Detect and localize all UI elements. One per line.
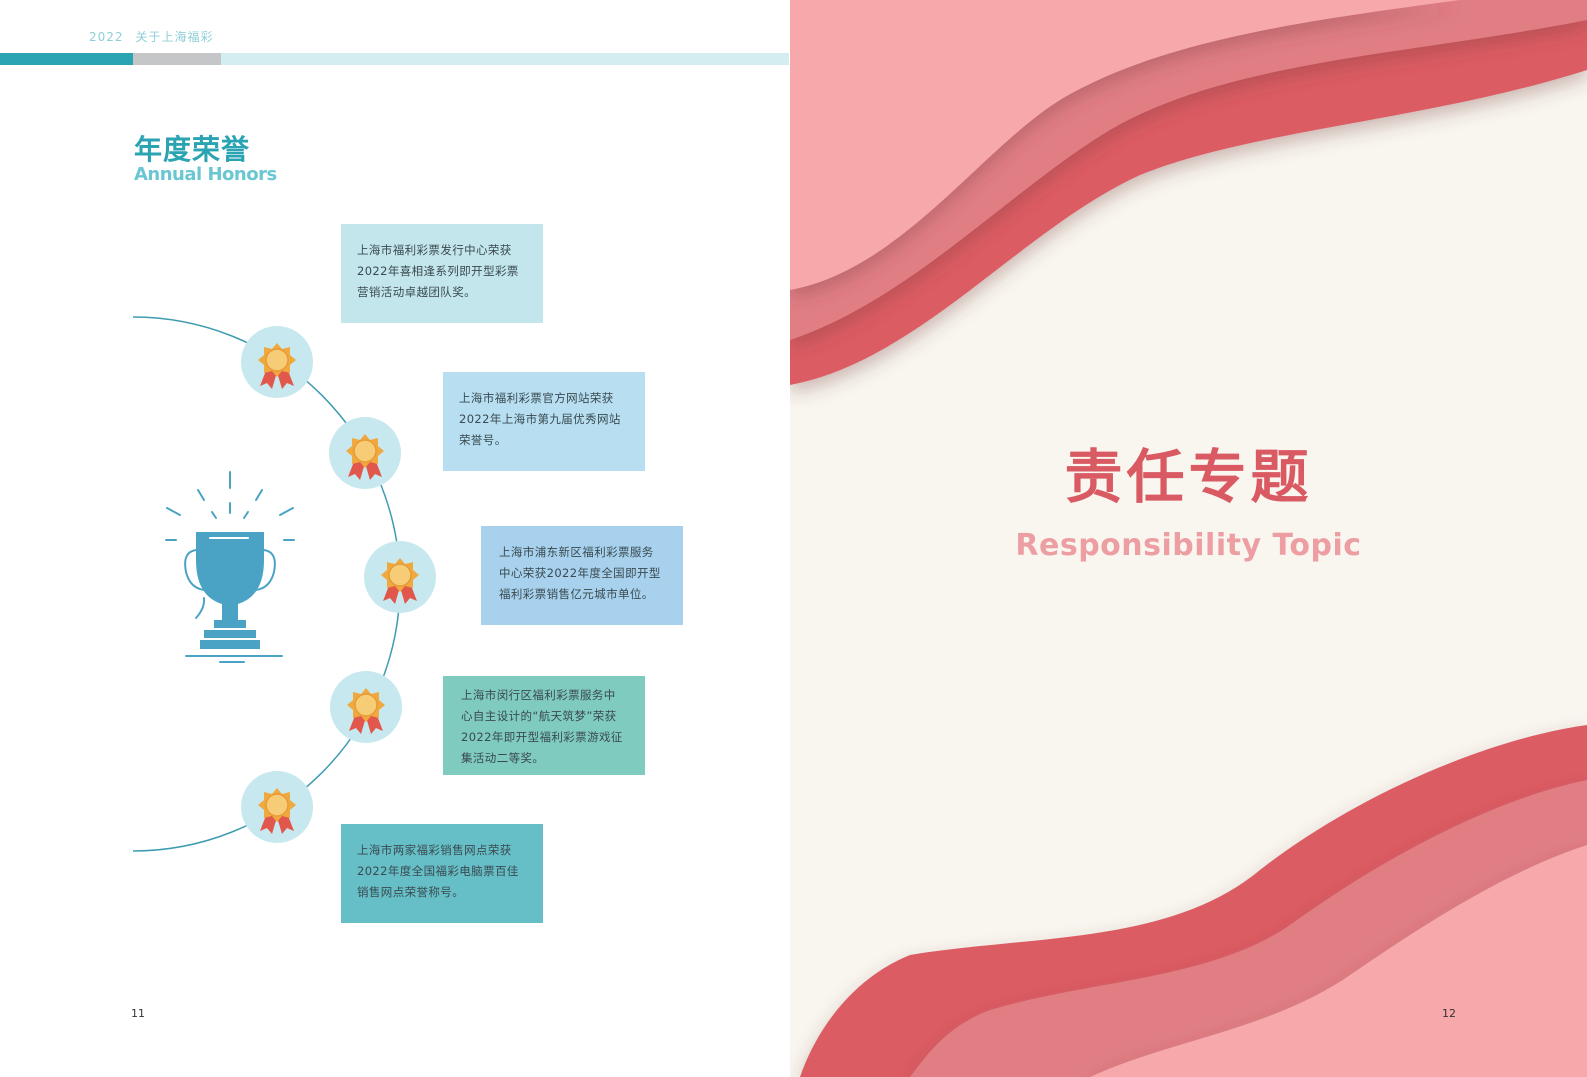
header-year: 2022: [89, 30, 124, 44]
page-number-left: 11: [131, 1007, 145, 1020]
section-title-en: Annual Honors: [134, 164, 277, 185]
honor-line: 上海市浦东新区福利彩票服务: [499, 545, 654, 559]
medal-icon: [330, 671, 402, 743]
trophy-icon: [165, 471, 295, 663]
honor-card: 上海市浦东新区福利彩票服务 中心荣获2022年度全国即开型 福利彩票销售亿元城市…: [481, 526, 683, 625]
honor-line: 上海市闵行区福利彩票服务中: [461, 688, 616, 702]
topic-title-cn: 责任专题: [1064, 443, 1313, 511]
honors-timeline-graphic: [132, 316, 436, 852]
header-bar-accent: [0, 53, 133, 65]
honor-line: 2022年即开型福利彩票游戏征: [461, 730, 623, 744]
topic-title-en: Responsibility Topic: [1015, 528, 1362, 563]
honor-line: 营销活动卓越团队奖。: [357, 285, 476, 299]
honor-card: 上海市两家福彩销售网点荣获 2022年度全国福彩电脑票百佳 销售网点荣誉称号。: [341, 824, 543, 923]
honor-line: 福利彩票销售亿元城市单位。: [499, 587, 654, 601]
section-title-cn: 年度荣誉: [134, 133, 251, 166]
honor-line: 销售网点荣誉称号。: [357, 885, 465, 899]
honor-card: 上海市福利彩票官方网站荣获 2022年上海市第九届优秀网站 荣誉号。: [443, 372, 645, 471]
wave-top-light: [790, 0, 1460, 290]
honor-line: 中心荣获2022年度全国即开型: [499, 566, 661, 580]
timeline-arc: [132, 316, 401, 852]
honor-line: 上海市福利彩票官方网站荣获: [459, 391, 614, 405]
header-bar-grey: [133, 53, 221, 65]
honor-line: 上海市两家福彩销售网点荣获: [357, 843, 512, 857]
medal-icon: [364, 541, 436, 613]
honor-line: 集活动二等奖。: [461, 751, 545, 765]
left-page: 2022 关于上海福彩 年度荣誉 Annual Honors: [0, 0, 790, 1077]
medal-icon: [241, 326, 313, 398]
medal-icon: [329, 417, 401, 489]
page-number-right: 12: [1442, 1007, 1456, 1020]
honor-line: 荣誉号。: [459, 433, 507, 447]
header-section: 关于上海福彩: [135, 30, 214, 44]
running-header: 2022 关于上海福彩: [89, 28, 226, 45]
honor-line: 2022年上海市第九届优秀网站: [459, 412, 621, 426]
wave-bottom-light: [1090, 845, 1587, 1077]
honor-card: 上海市闵行区福利彩票服务中 心自主设计的“航天筑梦”荣获 2022年即开型福利彩…: [443, 676, 645, 775]
honor-line: 2022年度全国福彩电脑票百佳: [357, 864, 519, 878]
honor-line: 2022年喜相逢系列即开型彩票: [357, 264, 519, 278]
header-bar-light: [221, 53, 789, 65]
honor-line: 心自主设计的“航天筑梦”荣获: [461, 709, 617, 723]
medal-icon: [241, 771, 313, 843]
trophy-body: [196, 532, 264, 649]
honor-line: 上海市福利彩票发行中心荣获: [357, 243, 512, 257]
wave-decoration: [790, 0, 1587, 1077]
right-page: 责任专题 Responsibility Topic: [790, 0, 1587, 1077]
honor-card: 上海市福利彩票发行中心荣获 2022年喜相逢系列即开型彩票 营销活动卓越团队奖。: [341, 224, 543, 323]
